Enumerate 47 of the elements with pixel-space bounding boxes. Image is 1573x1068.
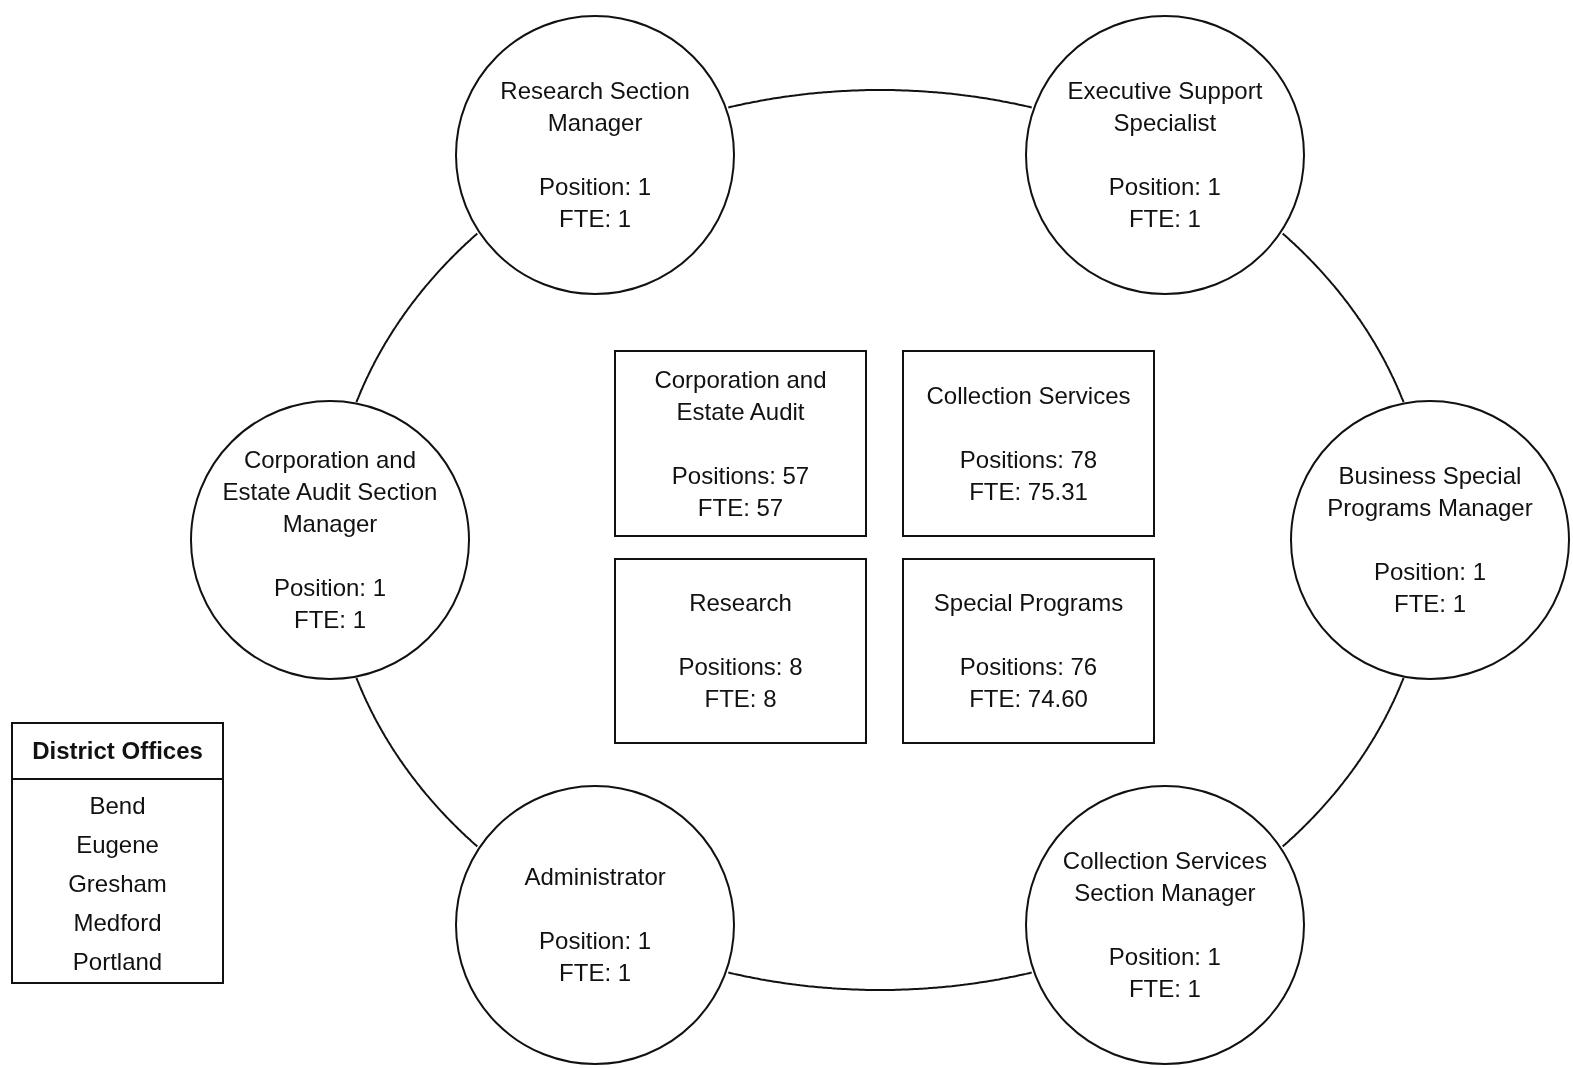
fte-count: FTE: 1 xyxy=(559,957,632,988)
position-count: Positions: 57 xyxy=(671,460,810,491)
section-box xyxy=(902,350,1155,537)
section-box xyxy=(614,350,867,537)
position-count: Position: 1 xyxy=(1108,172,1221,203)
section-title: Collection Services xyxy=(926,380,1131,411)
connector-line xyxy=(1281,232,1405,404)
role-title: Business Special Programs Manager xyxy=(1326,461,1534,523)
section-title: Corporation and Estate Audit xyxy=(653,364,828,427)
role-title: Collection Services Section Manager xyxy=(1061,845,1268,908)
office-name: Medford xyxy=(73,908,162,938)
fte-count: FTE: 1 xyxy=(1394,589,1466,619)
section-box xyxy=(614,558,867,744)
fte-count: FTE: 74.60 xyxy=(969,684,1088,714)
connector-line xyxy=(1281,676,1405,848)
role-title: Administrator xyxy=(524,861,666,892)
fte-count: FTE: 1 xyxy=(294,605,366,635)
section-title: Research xyxy=(689,588,792,618)
position-count: Position: 1 xyxy=(273,573,387,603)
fte-count: FTE: 1 xyxy=(1128,973,1201,1004)
position-count: Position: 1 xyxy=(1108,941,1221,972)
position-count: Positions: 8 xyxy=(678,652,803,682)
position-count: Position: 1 xyxy=(1373,557,1487,587)
connector-line xyxy=(727,971,1033,991)
section-title: Special Programs xyxy=(933,588,1124,618)
fte-count: FTE: 75.31 xyxy=(969,476,1088,507)
role-title: Executive Support Specialist xyxy=(1066,76,1264,139)
fte-count: FTE: 1 xyxy=(559,204,632,235)
connector-line xyxy=(727,89,1033,109)
position-count: Positions: 78 xyxy=(959,444,1098,475)
fte-count: FTE: 57 xyxy=(697,492,784,523)
position-count: Position: 1 xyxy=(539,172,652,203)
position-count: Positions: 76 xyxy=(959,652,1098,682)
role-title: Corporation and Estate Audit Section Manager xyxy=(221,445,439,539)
office-name: Bend xyxy=(89,791,146,821)
role-title: Research Section Manager xyxy=(499,76,691,139)
fte-count: FTE: 1 xyxy=(1128,204,1201,235)
fte-count: FTE: 8 xyxy=(704,684,777,714)
connector-line xyxy=(355,676,479,848)
office-table xyxy=(11,722,224,984)
position-count: Position: 1 xyxy=(539,925,652,956)
office-name: Eugene xyxy=(76,830,159,860)
office-name: Portland xyxy=(72,947,163,977)
table-header: District Offices xyxy=(13,724,222,780)
office-name: Gresham xyxy=(68,869,167,899)
connector-line xyxy=(355,232,479,404)
section-box xyxy=(902,558,1155,744)
